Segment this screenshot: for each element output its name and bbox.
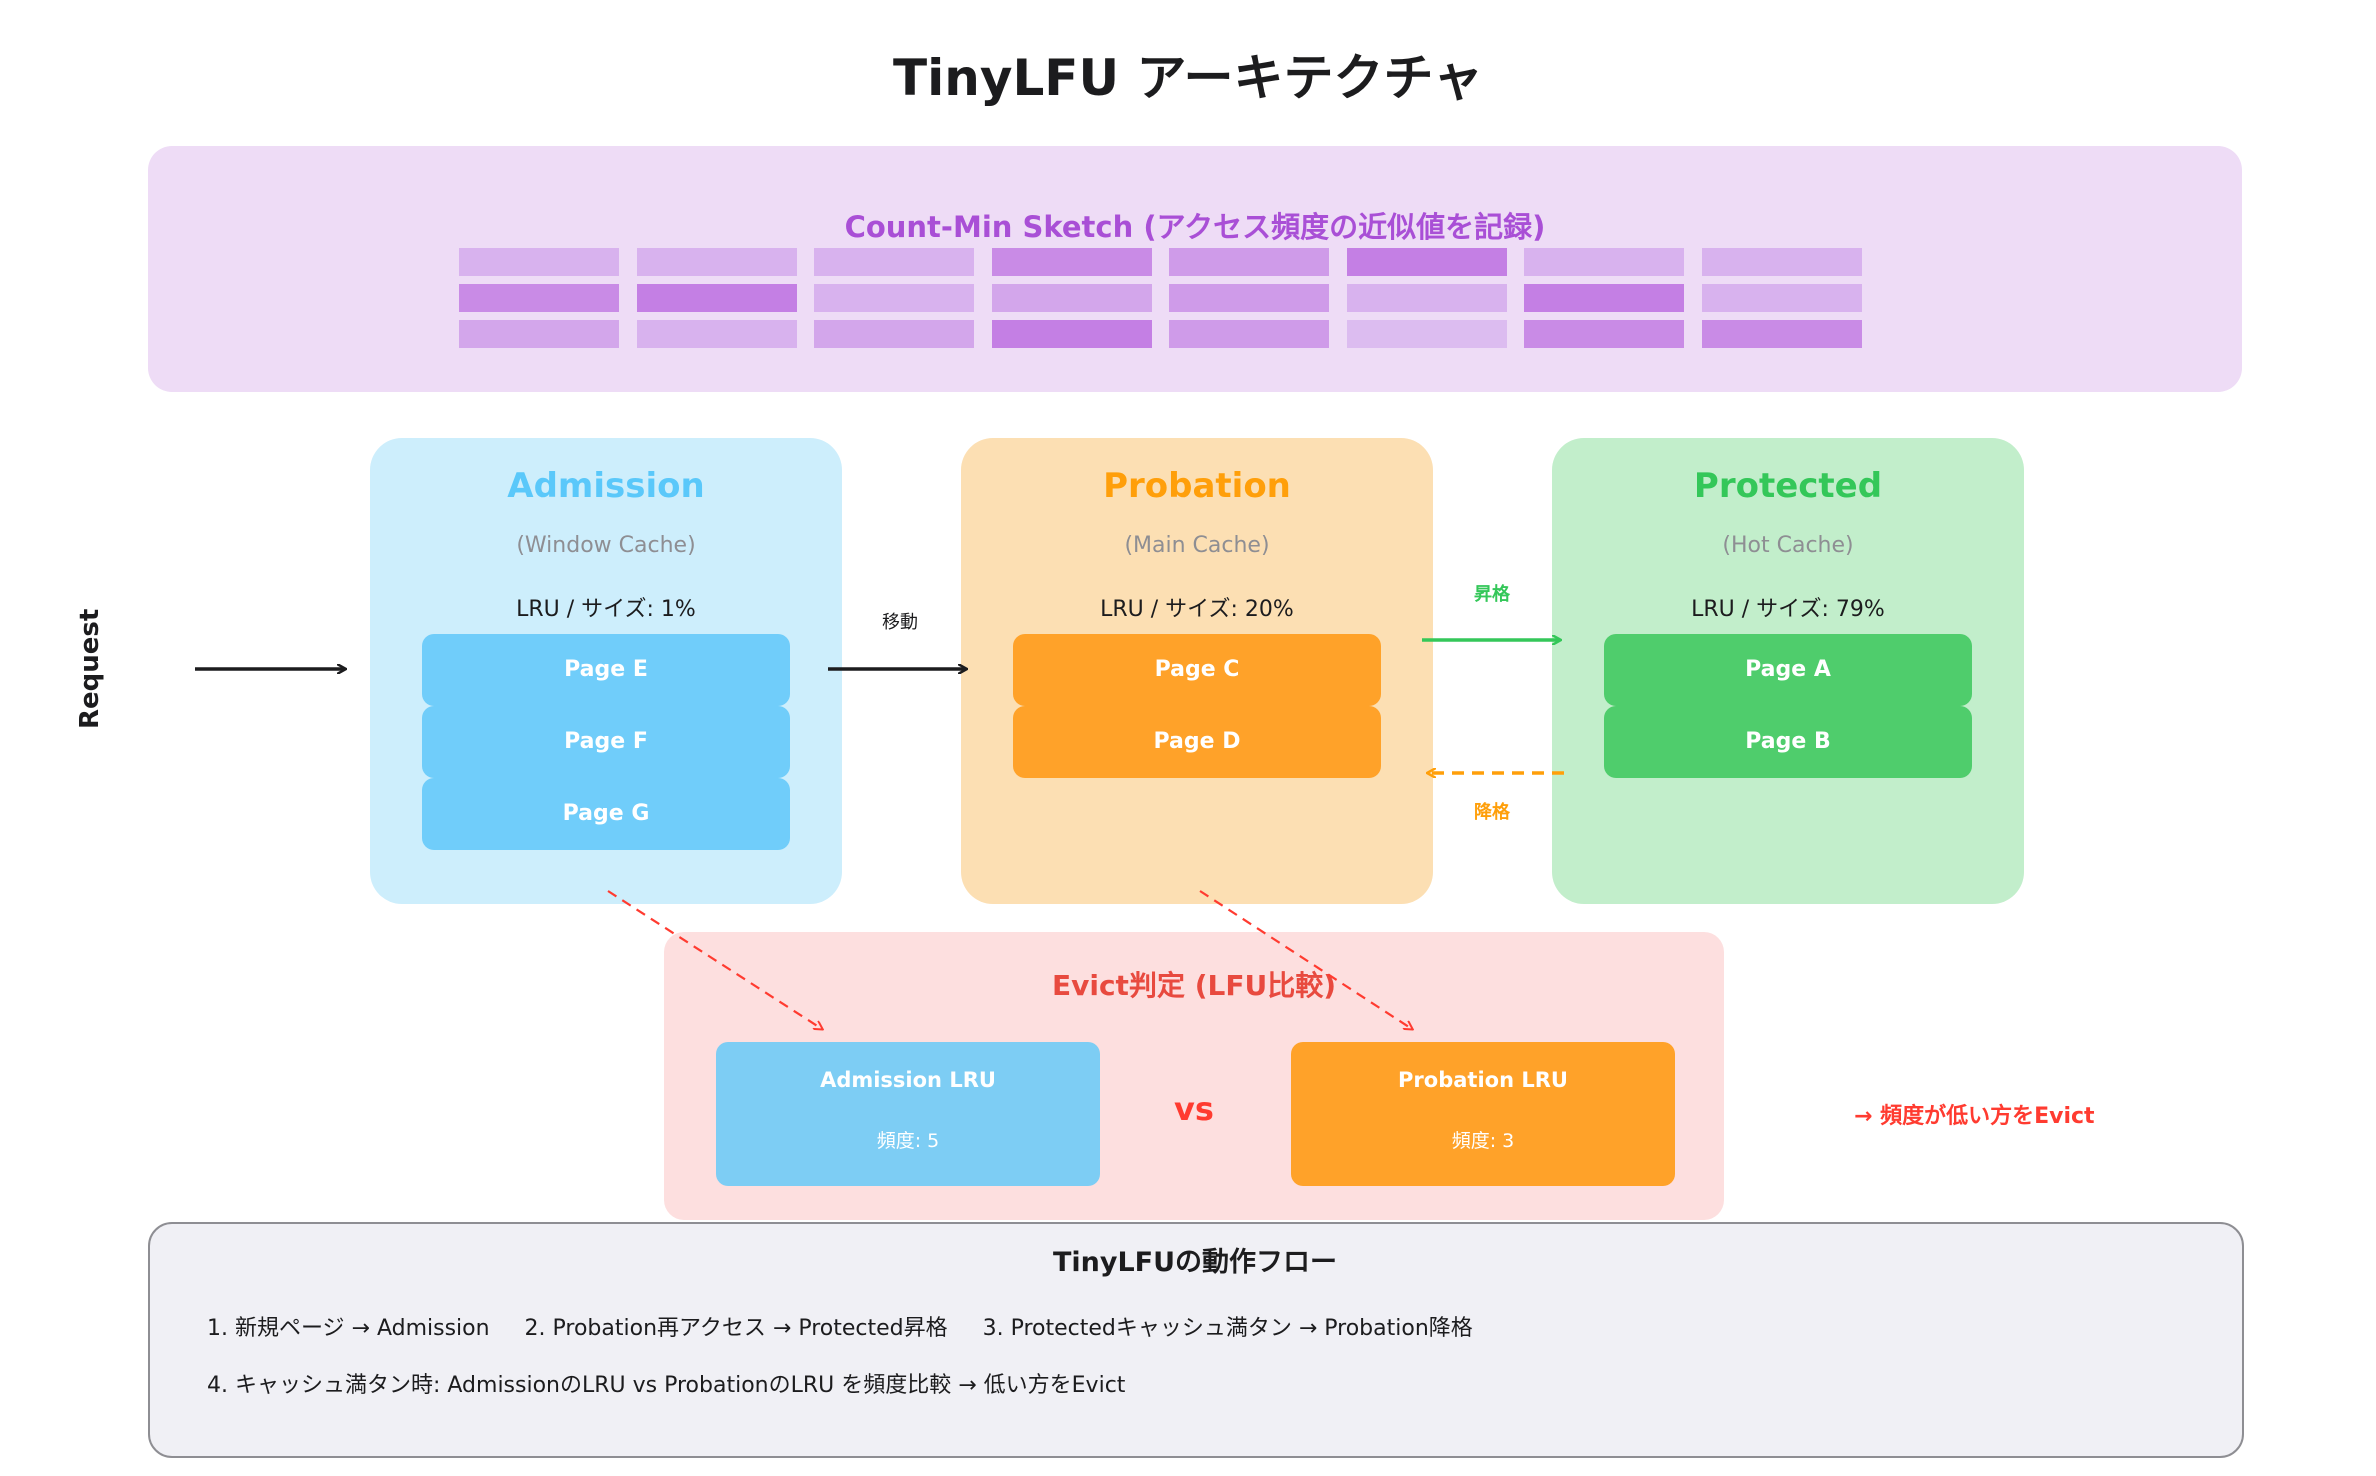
sketch-cell — [991, 320, 1152, 348]
page-b: Page B — [1604, 706, 1972, 778]
sketch-cell — [636, 284, 797, 312]
probation-title: Probation — [1103, 466, 1291, 506]
page-e: Page E — [422, 634, 790, 706]
demote-label: 降格 — [1474, 802, 1510, 823]
move-label: 移動 — [882, 612, 918, 633]
probation-lru-label: Probation LRU — [1398, 1068, 1568, 1092]
flow-step-4: 4. キャッシュ満タン時: AdmissionのLRU vs Probation… — [207, 1373, 1126, 1398]
sketch-cell — [1524, 248, 1684, 276]
admission-evict-arrow — [607, 890, 822, 1029]
sketch-cell — [636, 248, 797, 276]
evict-note: → 頻度が低い方をEvict — [1854, 1104, 2095, 1129]
protected-lru-size: LRU / サイズ: 79% — [1691, 597, 1885, 622]
evict-title: Evict判定 (LFU比較) — [1051, 969, 1336, 1002]
sketch-cell — [1346, 248, 1507, 276]
admission-lru-frequency: 頻度: 5 — [876, 1130, 940, 1152]
sketch-cell — [1524, 320, 1684, 348]
admission-lru-label: Admission LRU — [820, 1068, 996, 1092]
page-f: Page F — [422, 706, 790, 778]
flow-title: TinyLFUの動作フロー — [1052, 1247, 1338, 1278]
probation-lru-candidate: Probation LRU 頻度: 3 — [1291, 1042, 1675, 1186]
sketch-cell — [459, 284, 619, 312]
flow-steps-1-3: 1. 新規ページ → Admission 2. Probation再アクセス →… — [207, 1316, 1473, 1341]
sketch-cell — [459, 320, 619, 348]
protected-subtitle: (Hot Cache) — [1722, 533, 1854, 558]
sketch-cell — [636, 320, 797, 348]
sketch-cell — [1701, 320, 1862, 348]
page-d: Page D — [1013, 706, 1381, 778]
sketch-cell — [1169, 248, 1329, 276]
admission-title: Admission — [507, 466, 705, 506]
probation-lru-size: LRU / サイズ: 20% — [1100, 597, 1294, 622]
sketch-cell — [991, 248, 1152, 276]
sketch-cell — [1346, 320, 1507, 348]
sketch-cell — [814, 320, 974, 348]
diagram-title: TinyLFU アーキテクチャ — [893, 49, 1483, 107]
sketch-cell — [1169, 284, 1329, 312]
promote-label: 昇格 — [1474, 584, 1510, 605]
sketch-cell — [459, 248, 619, 276]
probation-evict-arrow — [1199, 890, 1412, 1029]
admission-lru-candidate: Admission LRU 頻度: 5 — [716, 1042, 1100, 1186]
admission-subtitle: (Window Cache) — [516, 533, 696, 558]
admission-lru-size: LRU / サイズ: 1% — [516, 597, 696, 622]
page-c: Page C — [1013, 634, 1381, 706]
page-g: Page G — [422, 778, 790, 850]
sketch-cell — [1346, 284, 1507, 312]
vs-label: vs — [1174, 1090, 1214, 1128]
sketch-cell — [1701, 284, 1862, 312]
sketch-cell — [991, 284, 1152, 312]
sketch-cell — [814, 284, 974, 312]
sketch-cell — [1701, 248, 1862, 276]
probation-lru-frequency: 頻度: 3 — [1451, 1130, 1515, 1152]
sketch-cell — [1169, 320, 1329, 348]
sketch-cell — [814, 248, 974, 276]
protected-title: Protected — [1693, 466, 1883, 506]
probation-subtitle: (Main Cache) — [1124, 533, 1270, 558]
sketch-title: Count-Min Sketch (アクセス頻度の近似値を記録) — [844, 210, 1546, 244]
sketch-cell — [1524, 284, 1684, 312]
page-a: Page A — [1604, 634, 1972, 706]
flow-panel — [148, 1222, 2244, 1458]
